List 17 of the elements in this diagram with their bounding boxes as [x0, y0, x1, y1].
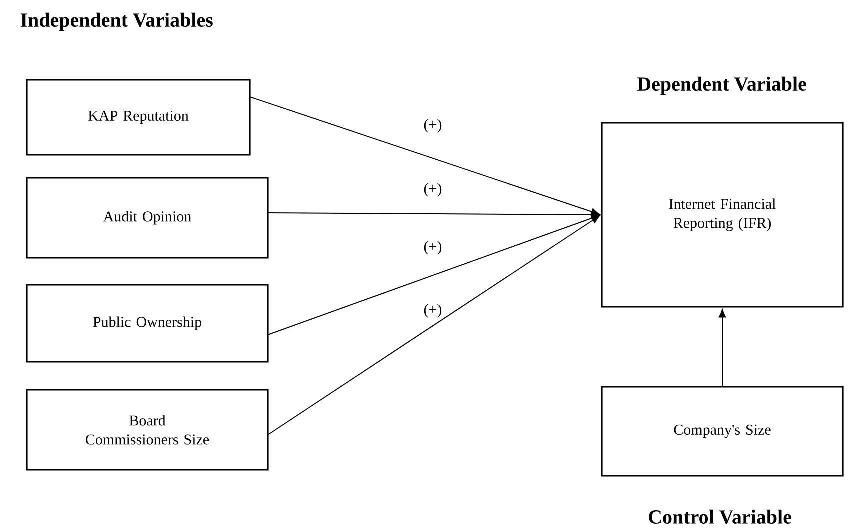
variable-box: Company's Size — [601, 386, 844, 477]
variable-box: Internet Financial Reporting (IFR) — [601, 122, 844, 308]
heading: Dependent Variable — [637, 76, 806, 96]
variable-box: Public Ownership — [26, 284, 269, 363]
variable-box: Audit Opinion — [26, 177, 269, 259]
edge-label: (+) — [422, 182, 444, 198]
edge-label: (+) — [422, 118, 444, 134]
edge-label: (+) — [422, 240, 444, 256]
heading: Control Variable — [649, 510, 792, 524]
edge-label: (+) — [422, 303, 444, 319]
arrow — [268, 216, 600, 436]
heading: Independent Variables — [20, 12, 213, 32]
arrow — [718, 309, 726, 387]
variable-box: Board Commissioners Size — [26, 389, 269, 471]
arrow — [250, 96, 600, 216]
variable-box: KAP Reputation — [26, 79, 251, 156]
arrow — [268, 214, 600, 336]
